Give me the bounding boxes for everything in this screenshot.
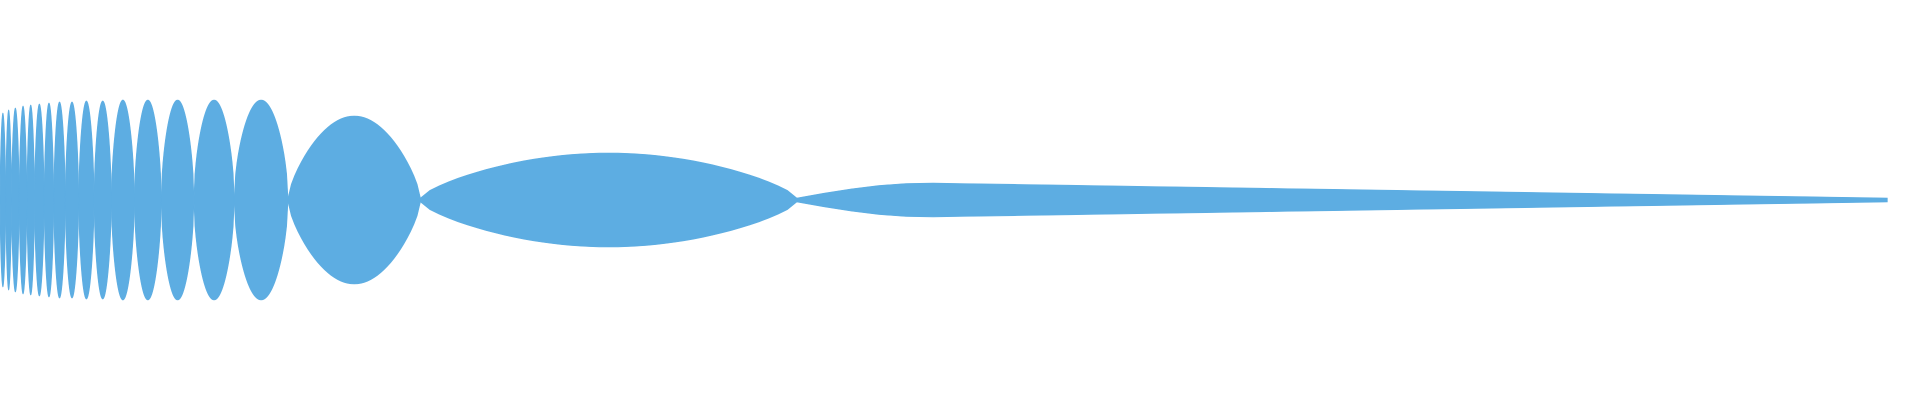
waveform-lobe bbox=[18, 105, 28, 295]
waveform-lobe bbox=[0, 112, 7, 288]
waveform-lobe bbox=[26, 104, 35, 296]
waveform-lobe bbox=[11, 107, 20, 293]
waveform-lobe bbox=[64, 101, 80, 299]
waveform-lobe bbox=[796, 182, 1888, 218]
waveform-lobe bbox=[5, 109, 12, 291]
waveform-lobe bbox=[53, 101, 66, 299]
waveform-lobe bbox=[43, 102, 55, 298]
waveform-envelope bbox=[0, 99, 1888, 301]
waveform-lobe bbox=[34, 103, 45, 297]
